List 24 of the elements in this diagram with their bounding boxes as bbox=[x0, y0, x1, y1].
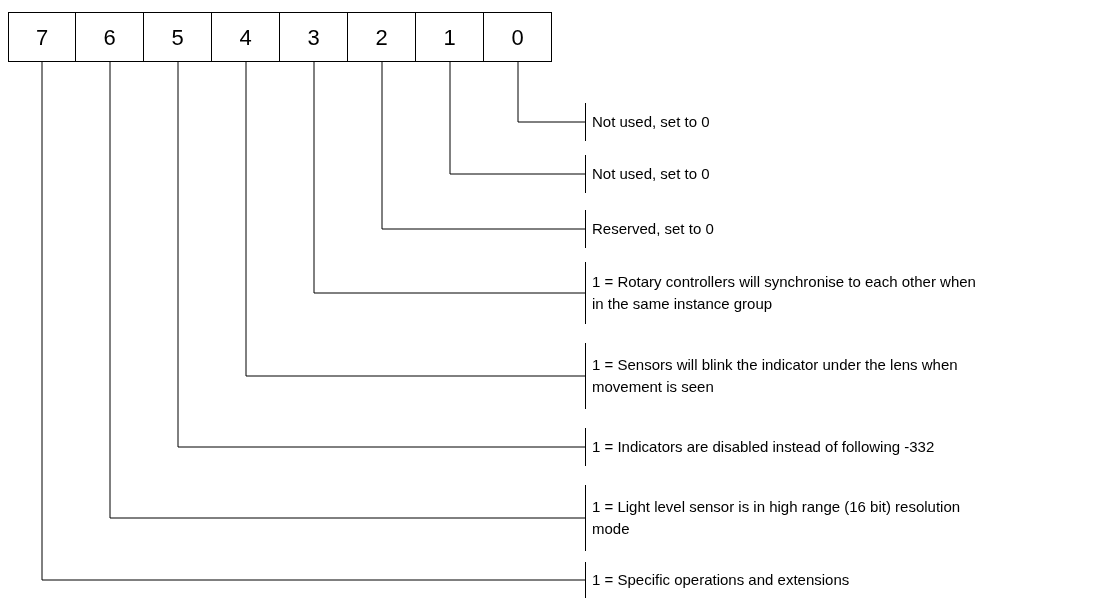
bit-description: 1 = Specific operations and extensions bbox=[585, 562, 985, 598]
bit-description: Reserved, set to 0 bbox=[585, 210, 985, 248]
bit-cell: 5 bbox=[143, 12, 212, 62]
bit-cell: 4 bbox=[211, 12, 280, 62]
bit-description: 1 = Rotary controllers will synchronise to each other when in the same instance group bbox=[585, 262, 985, 324]
bit-cell: 3 bbox=[279, 12, 348, 62]
leader-line bbox=[381, 61, 586, 230]
leader-line bbox=[313, 61, 586, 294]
bit-description: 1 = Sensors will blink the indicator under the lens when movement is seen bbox=[585, 343, 985, 409]
leader-line bbox=[449, 61, 586, 175]
leader-line bbox=[41, 61, 586, 581]
leader-line bbox=[517, 61, 586, 123]
bit-description: Not used, set to 0 bbox=[585, 103, 985, 141]
leader-line bbox=[109, 61, 586, 519]
bit-description: 1 = Light level sensor is in high range (16 bit) resolution mode bbox=[585, 485, 985, 551]
bit-cell: 7 bbox=[8, 12, 76, 62]
leader-line bbox=[177, 61, 586, 448]
bit-description: 1 = Indicators are disabled instead of following -332 bbox=[585, 428, 985, 466]
bit-description: Not used, set to 0 bbox=[585, 155, 985, 193]
bit-cell: 6 bbox=[75, 12, 144, 62]
leader-line bbox=[245, 61, 586, 377]
bit-cell: 0 bbox=[483, 12, 552, 62]
bit-cell: 1 bbox=[415, 12, 484, 62]
bit-cell: 2 bbox=[347, 12, 416, 62]
